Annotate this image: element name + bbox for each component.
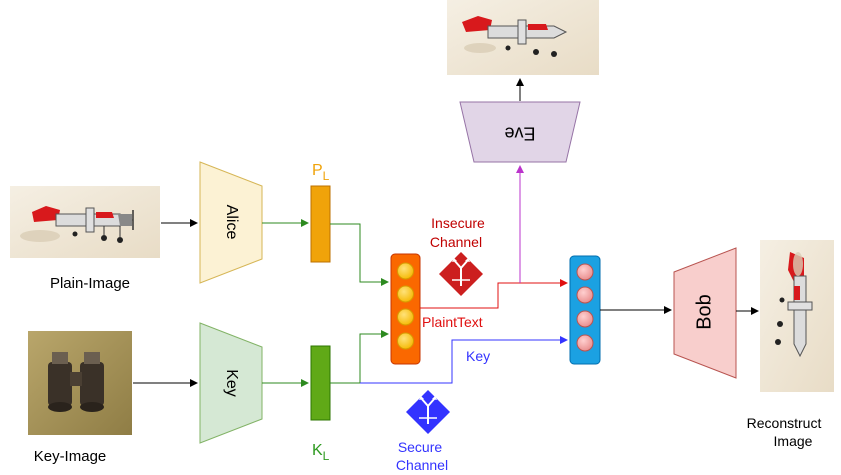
key-encoder: Key [199,322,263,444]
secure-channel-line2: Channel [396,457,448,473]
secure-channel-icon [406,390,450,434]
eve-decoder: Eve [459,101,581,163]
binoculars-image-icon [48,352,104,412]
node [397,262,414,280]
bob-decoder: Bob [673,247,737,379]
plaintext-wire-label: PlaintText [422,314,483,330]
eve-output-image [447,0,599,75]
alice-encoder: Alice [199,161,263,284]
reconstruct-label-line2: Image [774,433,813,449]
kl-label: KL [312,442,330,463]
key-image [28,331,132,435]
key-block-label: Key [223,369,240,397]
bob-input-node-column [569,255,601,365]
eve-label: Eve [504,123,535,143]
node [576,286,594,304]
node [397,332,414,350]
pl-block [310,185,331,263]
kl-block [310,345,331,421]
node [576,334,594,352]
key-image-label: Key-Image [34,448,107,465]
insecure-channel-icon [439,252,483,296]
pl-label: PL [312,162,330,183]
reconstructed-image [760,240,834,392]
alice-label: Alice [223,205,240,240]
node [397,308,414,326]
key-wire-label: Key [466,348,490,364]
connectors [133,78,759,387]
reconstruct-label-line1: Reconstruct [747,415,822,431]
secure-channel-line1: Secure [398,439,443,455]
concat-node-column [390,253,421,365]
airplane-image-icon [20,206,134,243]
node [576,310,594,328]
bob-label: Bob [693,294,715,330]
node [397,285,414,303]
insecure-channel-line2: Channel [430,234,482,250]
plain-image [10,186,160,258]
plain-image-label: Plain-Image [50,275,130,292]
node [576,263,594,281]
insecure-channel-line1: Insecure [431,215,485,231]
